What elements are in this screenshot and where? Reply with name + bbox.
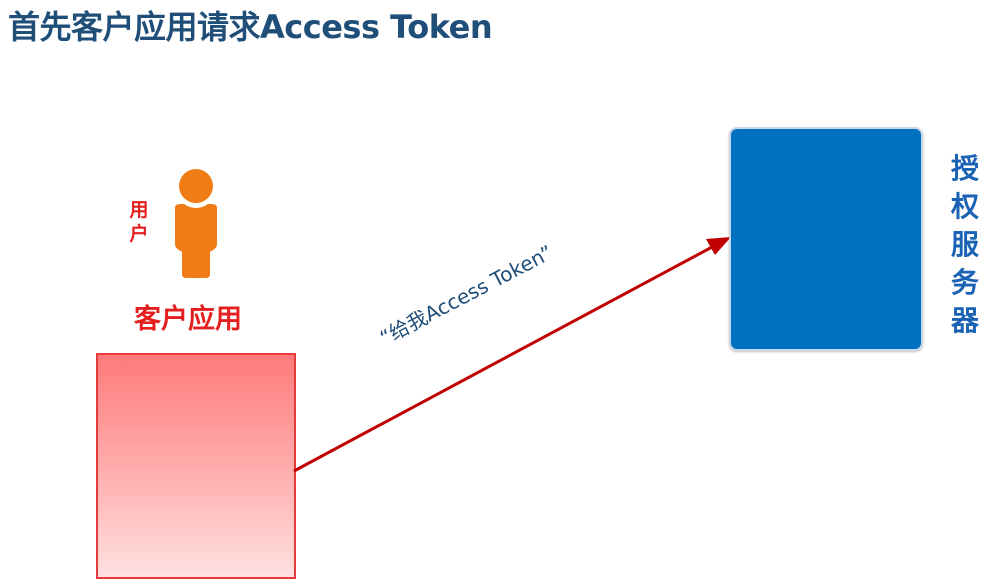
auth-server-box — [729, 127, 923, 351]
auth-server-label-char: 服 — [950, 228, 979, 261]
request-arrow-line — [293, 244, 715, 473]
user-label: 用 户 — [128, 198, 150, 246]
client-app-label: 客户应用 — [134, 304, 242, 335]
auth-server-label-char: 务 — [950, 266, 979, 299]
auth-server-label-char: 权 — [950, 190, 979, 223]
auth-server-label-char: 授 — [950, 152, 979, 185]
slide-title: 首先客户应用请求Access Token — [8, 8, 493, 46]
person-icon — [175, 169, 217, 278]
request-arrowhead — [706, 237, 731, 255]
user-label-char-1: 用 — [129, 199, 149, 221]
person-head — [179, 169, 213, 203]
client-app-box — [96, 353, 296, 579]
person-body — [175, 204, 217, 278]
auth-server-label-char: 器 — [950, 304, 979, 337]
auth-server-label: 授 权 服 务 器 — [948, 150, 982, 340]
user-label-char-2: 户 — [129, 223, 149, 245]
